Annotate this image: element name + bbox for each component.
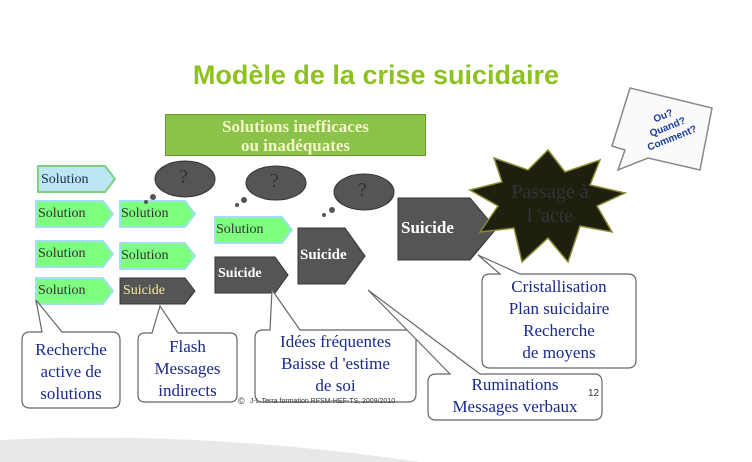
callout-4-shape xyxy=(367,289,603,421)
callout-5-line-2: Plan suicidaire xyxy=(508,299,610,318)
questions-callout xyxy=(611,87,713,172)
thought-cloud-3 xyxy=(322,173,395,217)
solution-arrow-2-1 xyxy=(119,200,197,228)
passage-label: Passage à l 'acte xyxy=(490,180,610,228)
suicide-label-5: Suicide xyxy=(401,218,454,237)
banner-line-1: Solutions inefficaces xyxy=(222,117,369,136)
solution-label-1-1: Solution xyxy=(41,172,89,187)
callout-5-line-1: Cristallisation xyxy=(511,277,607,296)
suicide-arrow-5 xyxy=(397,197,497,261)
solution-arrow-1-4 xyxy=(35,277,115,305)
solution-arrow-3-1 xyxy=(214,216,294,244)
solution-label-1-4: Solution xyxy=(38,283,86,298)
callout-1-line-1: Recherche xyxy=(35,340,107,359)
callout-5-line-4: de moyens xyxy=(522,343,596,362)
callout-2-line-2: Messages xyxy=(154,359,221,378)
thought-cloud-2 xyxy=(235,165,307,207)
callout-3-line-1: Idées fréquentes xyxy=(280,332,391,351)
page-number: 12 xyxy=(588,388,600,399)
suicide-arrow-2 xyxy=(119,277,196,305)
callout-4-line-2: Messages verbaux xyxy=(452,397,578,416)
passage-line-1: Passage à xyxy=(511,181,589,203)
solution-label-1-3: Solution xyxy=(38,246,86,261)
ineffective-solutions-banner: Solutions inefficaces ou inadéquates xyxy=(165,114,426,156)
callout-2-shape xyxy=(137,304,238,403)
solution-label-3-1: Solution xyxy=(216,222,264,237)
callout-1-shape xyxy=(21,299,121,409)
footer-swoosh xyxy=(0,437,420,462)
solution-arrow-1-1 xyxy=(37,165,117,193)
callout-frequent-ideas: Idées fréquentes Baisse d 'estime de soi xyxy=(255,331,416,397)
solution-arrow-1-2 xyxy=(35,200,115,228)
solution-label-1-2: Solution xyxy=(38,206,86,221)
solution-arrow-1-3 xyxy=(35,240,115,268)
suicide-label-3: Suicide xyxy=(218,266,262,281)
callout-2-line-1: Flash xyxy=(169,337,206,356)
footer-credit: J-L.Terra formation RFSM-HEF-TS, 2009/20… xyxy=(250,398,396,405)
suicide-label-4: Suicide xyxy=(300,247,347,263)
callout-3-line-2: Baisse d 'estime xyxy=(281,354,390,373)
copyright-symbol: © xyxy=(238,396,245,406)
banner-line-2: ou inadéquates xyxy=(240,136,351,155)
callout-3-line-3: de soi xyxy=(315,376,356,395)
callout-1-line-2: active de xyxy=(40,362,102,381)
callout-crystallisation: Cristallisation Plan suicidaire Recherch… xyxy=(482,276,636,364)
solution-arrow-2-2 xyxy=(119,242,197,270)
question-mark-3: ? xyxy=(358,179,367,201)
callout-4-line-1: Ruminations xyxy=(471,375,559,394)
question-mark-1: ? xyxy=(179,166,188,188)
thought-cloud-1 xyxy=(144,160,216,204)
slide-title: Modèle de la crise suicidaire xyxy=(192,60,560,90)
solution-label-2-1: Solution xyxy=(121,206,169,221)
callout-search-solutions: Recherche active de solutions xyxy=(22,339,120,405)
question-mark-2: ? xyxy=(270,170,279,192)
suicide-arrow-3 xyxy=(214,256,289,294)
callout-1-line-3: solutions xyxy=(40,384,102,403)
solution-label-2-2: Solution xyxy=(121,248,169,263)
callout-5-line-3: Recherche xyxy=(523,321,595,340)
callout-5-shape xyxy=(477,254,637,369)
passage-star xyxy=(468,148,628,264)
callout-ruminations: Ruminations Messages verbaux xyxy=(428,374,602,418)
callout-flash: Flash Messages indirects xyxy=(138,336,237,402)
callout-2-line-3: indirects xyxy=(158,381,217,400)
suicide-arrow-4 xyxy=(297,227,366,285)
suicide-label-2: Suicide xyxy=(123,283,165,298)
passage-line-2: l 'acte xyxy=(526,205,574,227)
